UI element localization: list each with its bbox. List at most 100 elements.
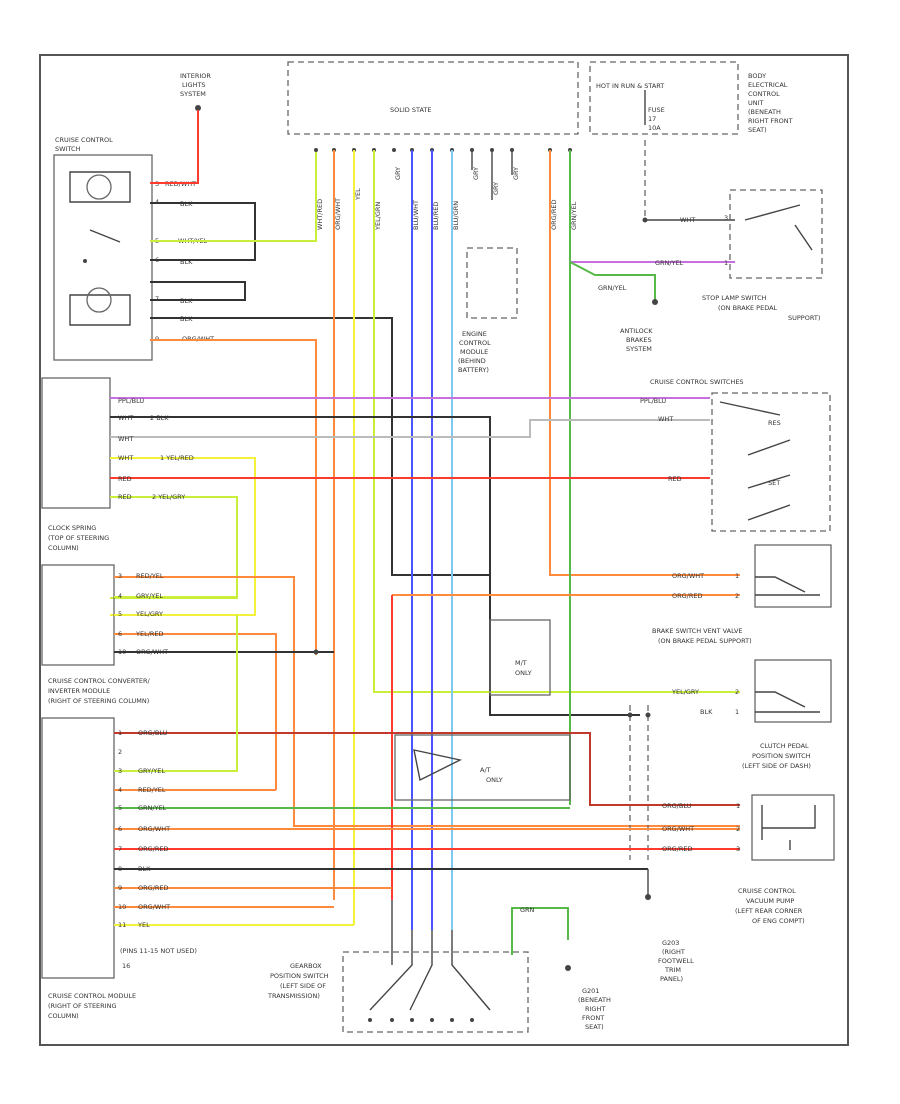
splice-clutch-1 <box>627 712 633 718</box>
svg-text:SEAT): SEAT) <box>748 126 767 134</box>
wire-red-wht-interior <box>150 110 199 184</box>
fuse-label-1: FUSE <box>648 106 665 114</box>
svg-text:2: 2 <box>735 592 739 600</box>
vacuum-wire-labels: ORG/BLU 1 ORG/WHT 2 ORG/RED 3 <box>662 802 740 853</box>
wire-gry-yel-module <box>114 615 238 772</box>
g201-terminal <box>565 965 571 971</box>
wire-blk-bus <box>110 416 491 575</box>
svg-text:ORG/WHT: ORG/WHT <box>136 648 168 656</box>
svg-text:(RIGHT OF STEERING COLUMN): (RIGHT OF STEERING COLUMN) <box>48 697 149 705</box>
svg-text:5: 5 <box>118 804 122 812</box>
svg-text:ORG/WHT: ORG/WHT <box>138 825 170 833</box>
svg-text:10: 10 <box>118 648 126 656</box>
svg-text:ORG/WHT: ORG/WHT <box>334 198 342 230</box>
ecm-terminals <box>314 148 572 152</box>
svg-text:CONTROL: CONTROL <box>459 339 491 347</box>
body-ecu-label: BODY ELECTRICAL CONTROL UNIT (BENEATH RI… <box>748 72 793 134</box>
wire-to-antilock <box>569 261 656 300</box>
svg-text:TRIM: TRIM <box>664 966 681 974</box>
svg-text:GRN/YEL: GRN/YEL <box>138 804 167 812</box>
stop-lamp-switch-box <box>729 189 823 279</box>
svg-text:CONTROL: CONTROL <box>748 90 780 98</box>
svg-text:FRONT: FRONT <box>582 1014 604 1022</box>
svg-text:OF ENG COMPT): OF ENG COMPT) <box>752 917 805 925</box>
bus-label-ppl-blu-right: PPL/BLU <box>640 397 666 405</box>
svg-text:RED/YEL: RED/YEL <box>138 786 166 794</box>
antilock-wire-label: GRN/YEL <box>598 284 627 292</box>
svg-text:RED/YEL: RED/YEL <box>136 572 164 580</box>
brake-vent-box <box>754 544 832 608</box>
svg-text:SYSTEM: SYSTEM <box>626 345 652 353</box>
wire-grn-g201 <box>511 907 569 955</box>
fuse-box <box>589 61 739 135</box>
wire-wht-yel <box>150 150 317 242</box>
svg-text:ORG/RED: ORG/RED <box>138 845 169 853</box>
solid-state-box <box>287 61 579 135</box>
ecm-gry-stubs <box>471 150 513 200</box>
cruise-switch-contacts <box>719 401 791 521</box>
svg-text:BATTERY): BATTERY) <box>458 366 489 374</box>
stop-lamp-pin-3: 3 <box>724 214 728 222</box>
svg-text:COLUMN): COLUMN) <box>48 1012 79 1020</box>
diagram-frame <box>39 54 849 1046</box>
switch-contact-1 <box>89 229 121 243</box>
module-wire-labels: 1 ORG/BLU 2 3 GRY/YEL 4 RED/YEL 5 GRN/YE… <box>118 729 170 929</box>
svg-text:RIGHT FRONT: RIGHT FRONT <box>748 117 793 125</box>
svg-text:FOOTWELL: FOOTWELL <box>658 957 694 965</box>
svg-text:YEL: YEL <box>354 188 362 201</box>
svg-text:ANTILOCK: ANTILOCK <box>620 327 653 335</box>
svg-text:3: 3 <box>736 845 740 853</box>
svg-text:(RIGHT OF STEERING: (RIGHT OF STEERING <box>48 1002 117 1010</box>
switch-contact-dot <box>83 259 87 263</box>
cruise-control-switch-box <box>53 154 153 361</box>
bus-label-2-yel-gry: 2 YEL/GRY <box>152 493 185 501</box>
wire-yel-red-clock <box>114 633 277 790</box>
hot-in-start-label: HOT IN RUN & START <box>596 82 664 90</box>
wire-blk-loop-upper <box>150 202 256 261</box>
splice-clock <box>313 649 319 655</box>
vacuum-pump-box <box>751 794 835 861</box>
svg-text:ORG/WHT: ORG/WHT <box>672 572 704 580</box>
wire-red-yel-clock <box>114 576 740 827</box>
bus-label-red-2: RED <box>118 493 132 501</box>
svg-text:STOP LAMP SWITCH: STOP LAMP SWITCH <box>702 294 767 302</box>
bus-label-1-yel-red: 1 YEL/RED <box>160 454 194 462</box>
svg-text:YEL: YEL <box>137 921 150 929</box>
wire-yel-gry-loop <box>110 496 238 599</box>
switch-body-lower <box>69 294 131 326</box>
steering-switch-block <box>41 377 111 509</box>
wire-org-blu-module <box>114 732 740 806</box>
res-label: RES <box>768 419 781 427</box>
svg-text:ENGINE: ENGINE <box>462 330 487 338</box>
mt-only-bracket <box>489 619 551 696</box>
g201-wire-label: GRN <box>520 906 535 914</box>
svg-text:9: 9 <box>118 884 122 892</box>
mt-only-label-2: ONLY <box>515 669 532 677</box>
svg-text:ORG/RED: ORG/RED <box>550 200 558 231</box>
lamp-icon-upper <box>86 174 112 200</box>
svg-text:BRAKES: BRAKES <box>626 336 652 344</box>
svg-text:(TOP OF STEERING: (TOP OF STEERING <box>48 534 109 542</box>
vacuum-pump-label: CRUISE CONTROL VACUUM PUMP (LEFT REAR CO… <box>735 887 805 925</box>
bus-label-red-left: RED <box>118 475 132 483</box>
svg-text:YEL/RED: YEL/RED <box>135 630 164 638</box>
svg-text:(RIGHT: (RIGHT <box>662 948 685 956</box>
svg-text:GRY: GRY <box>512 167 520 180</box>
svg-text:3: 3 <box>118 572 122 580</box>
svg-text:G201: G201 <box>582 987 599 995</box>
solid-state-label: SOLID STATE <box>390 106 431 114</box>
at-only-label-2: ONLY <box>486 776 503 784</box>
svg-text:PANEL): PANEL) <box>660 975 683 983</box>
svg-text:ELECTRICAL: ELECTRICAL <box>748 81 788 89</box>
svg-text:SYSTEM: SYSTEM <box>180 90 206 98</box>
bus-label-ppl-blu-left: PPL/BLU <box>118 397 144 405</box>
svg-text:ORG/RED: ORG/RED <box>672 592 703 600</box>
pin-16-label: 16 <box>122 962 130 970</box>
svg-text:(BENEATH: (BENEATH <box>748 108 781 116</box>
svg-text:(LEFT REAR CORNER: (LEFT REAR CORNER <box>735 907 803 915</box>
svg-text:BLU/WHT: BLU/WHT <box>412 200 420 230</box>
svg-text:3: 3 <box>118 767 122 775</box>
cruise-control-switches-label: CRUISE CONTROL SWITCHES <box>650 378 744 386</box>
splice-clutch-2 <box>645 712 651 718</box>
svg-text:2: 2 <box>735 688 739 696</box>
